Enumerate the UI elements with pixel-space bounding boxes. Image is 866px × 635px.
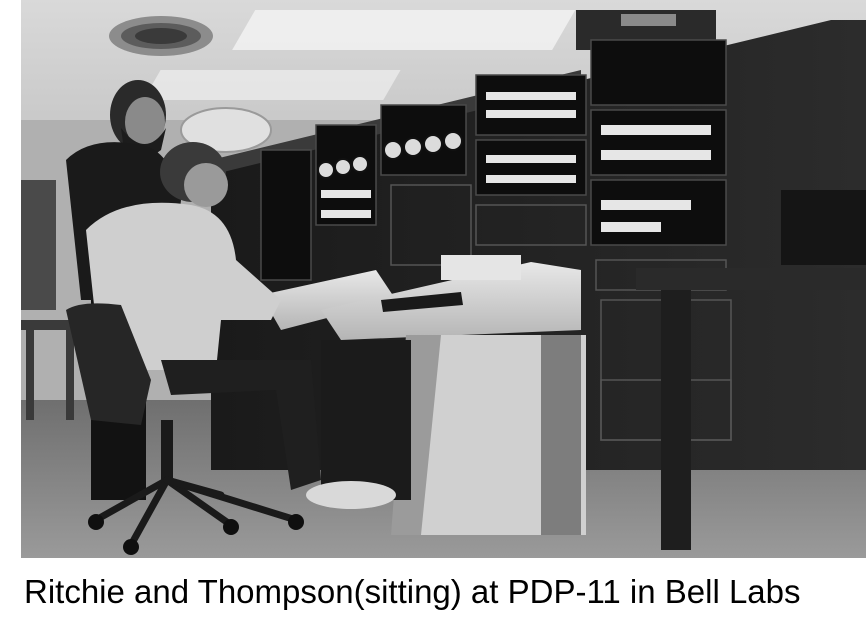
pdp11-photo [21,0,866,558]
office-chair [66,303,304,555]
seated-man [86,142,396,509]
teletype-terminals [261,255,586,535]
side-table [636,268,866,290]
tape-reels [180,107,272,153]
photo-caption: Ritchie and Thompson(sitting) at PDP-11 … [24,573,801,610]
